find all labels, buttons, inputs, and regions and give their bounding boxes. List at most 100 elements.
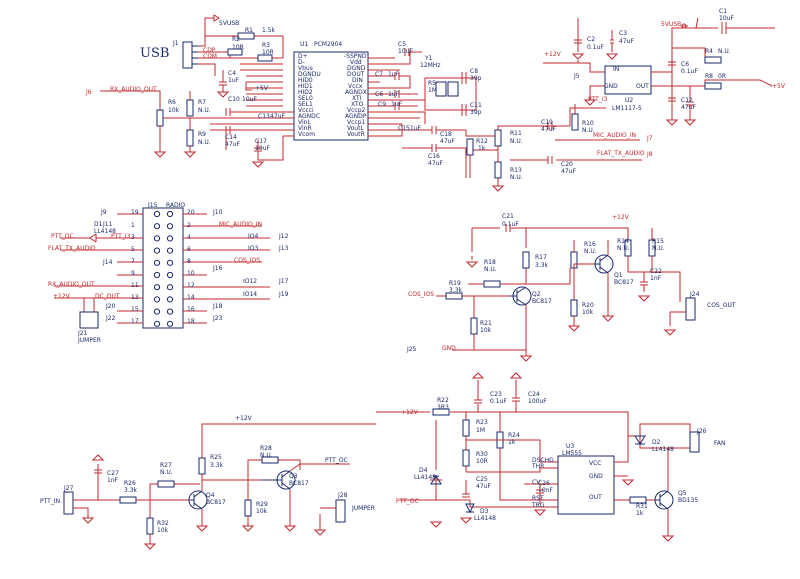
component-label: RST bbox=[532, 495, 544, 502]
component-label: 1M bbox=[476, 427, 485, 434]
component-label: N.U. bbox=[198, 107, 211, 114]
component-label: IO12 bbox=[243, 278, 257, 285]
radio-connector-j15 bbox=[142, 207, 184, 329]
component-label: C24 bbox=[528, 391, 540, 398]
component-label: R12 bbox=[476, 138, 488, 145]
component-label: 0R bbox=[718, 73, 726, 80]
connector-pin bbox=[166, 247, 174, 254]
connector-pin bbox=[153, 296, 161, 303]
component-label: R3 bbox=[262, 42, 270, 49]
connector-pin bbox=[153, 235, 161, 242]
component-label: R11 bbox=[510, 130, 522, 137]
component-label: N.U. bbox=[510, 174, 523, 181]
resistor-r4 bbox=[704, 56, 722, 64]
component-label: N.U. bbox=[584, 248, 597, 255]
transistor-q5 bbox=[654, 490, 674, 510]
component-label: 1k bbox=[508, 439, 516, 446]
component-label: HID1 bbox=[298, 83, 313, 90]
component-label: 47uF bbox=[619, 38, 634, 45]
component-label: R14 bbox=[617, 238, 629, 245]
jumper-j21 bbox=[79, 311, 99, 329]
component-label: J27 bbox=[63, 485, 74, 492]
component-label: GND bbox=[589, 473, 603, 480]
component-label: 1uF bbox=[388, 71, 400, 78]
component-label: R22 bbox=[437, 397, 449, 404]
net-label: J8 bbox=[646, 151, 653, 158]
connector-pin bbox=[166, 223, 174, 230]
component-label: J24 bbox=[689, 291, 700, 298]
component-label: 19 bbox=[131, 209, 139, 216]
component-label: J13 bbox=[278, 245, 289, 252]
resistor-r30 bbox=[462, 449, 470, 467]
component-label: J28 bbox=[337, 492, 348, 499]
component-label: VoutR bbox=[347, 131, 365, 138]
component-label: PTT_IN bbox=[40, 498, 60, 505]
component-label: LL4148 bbox=[414, 474, 436, 481]
component-label: C10 bbox=[228, 96, 240, 103]
component-label: J18 bbox=[212, 303, 223, 310]
component-label: 10k bbox=[256, 508, 268, 515]
fan-connector-j26 bbox=[689, 431, 700, 453]
net-label: FLAT_TX_AUDIO bbox=[48, 245, 96, 252]
resistor-r20 bbox=[570, 299, 578, 317]
jumper-j28 bbox=[335, 499, 346, 523]
component-label: BC817 bbox=[206, 499, 226, 506]
component-label: IN bbox=[613, 66, 619, 73]
component-label: DGNDU bbox=[298, 71, 321, 78]
net-label: FLAT_TX_AUDIO bbox=[597, 150, 645, 157]
component-label: D2 bbox=[652, 439, 661, 446]
component-label: Vdd bbox=[350, 59, 362, 66]
component-label: VCC bbox=[589, 460, 601, 467]
component-label: 2 bbox=[187, 222, 191, 229]
component-label: R16 bbox=[584, 241, 596, 248]
component-label: VoutL bbox=[347, 125, 364, 132]
component-label: 15 bbox=[131, 306, 139, 313]
component-label: DOUT bbox=[347, 71, 365, 78]
component-label: C11 bbox=[470, 102, 482, 109]
component-label: AGNDC bbox=[298, 113, 320, 120]
resistor-r27 bbox=[157, 480, 175, 488]
component-label: N.U. bbox=[198, 139, 211, 146]
component-label: 1uF bbox=[388, 91, 400, 98]
resistor-r1 bbox=[237, 32, 255, 40]
component-label: R28 bbox=[260, 445, 272, 452]
component-label: 13 bbox=[131, 294, 139, 301]
component-label: J1 bbox=[172, 40, 179, 47]
component-label: R23 bbox=[476, 419, 488, 426]
connector-pin bbox=[166, 296, 174, 303]
resistor-r23 bbox=[462, 419, 470, 437]
component-label: 10 bbox=[187, 270, 195, 277]
component-label: C18 bbox=[440, 131, 452, 138]
component-label: 10k bbox=[582, 309, 594, 316]
component-label: Vccp2 bbox=[347, 107, 366, 114]
usb-connector-j1 bbox=[182, 41, 198, 69]
component-label: D4 bbox=[419, 467, 428, 474]
component-label: BD135 bbox=[678, 497, 698, 504]
component-label: R20 bbox=[582, 302, 594, 309]
component-label: 47uF bbox=[541, 126, 556, 133]
component-label: THR bbox=[531, 463, 544, 470]
component-label: GND bbox=[604, 83, 618, 90]
resistor-r13 bbox=[494, 161, 502, 179]
component-label: 0.1uF bbox=[587, 44, 604, 51]
component-label: 1.5k bbox=[262, 27, 276, 34]
resistor-r28 bbox=[261, 456, 279, 464]
component-label: CV bbox=[532, 479, 541, 486]
resistor-r29 bbox=[244, 499, 252, 517]
component-label: Q2 bbox=[532, 291, 541, 298]
component-label: U1 bbox=[300, 41, 308, 48]
crystal-y1 bbox=[435, 81, 447, 97]
component-label: R26 bbox=[124, 480, 136, 487]
net-label: CDM bbox=[203, 53, 217, 60]
component-label: J14 bbox=[102, 259, 113, 266]
resistor-r10 bbox=[571, 113, 579, 131]
component-label: IO14 bbox=[243, 291, 257, 298]
component-label: J22 bbox=[105, 315, 116, 322]
connector-pin bbox=[153, 247, 161, 254]
component-label: J23 bbox=[212, 315, 223, 322]
component-label: +5V bbox=[255, 85, 269, 92]
component-label: VinR bbox=[298, 125, 312, 132]
component-label: U2 bbox=[625, 97, 633, 104]
component-label: J9 bbox=[100, 209, 107, 216]
